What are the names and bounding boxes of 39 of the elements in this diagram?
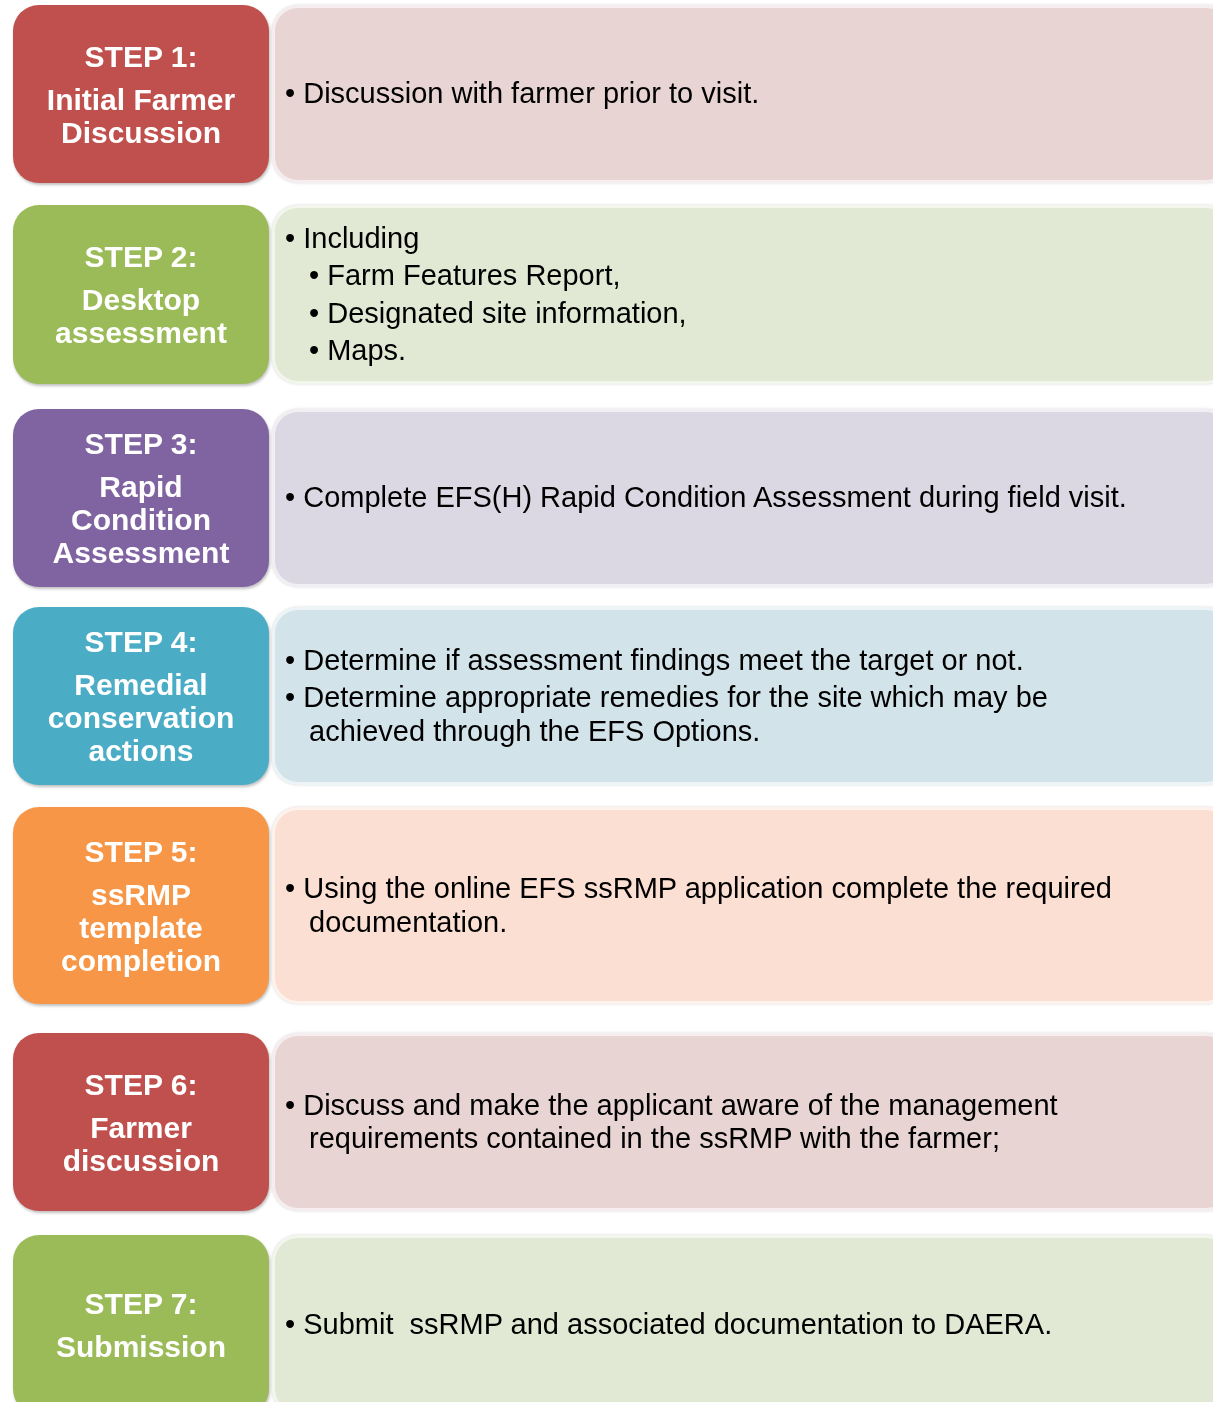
- step-number: STEP 7:: [84, 1287, 198, 1320]
- step-title: Submission: [56, 1330, 226, 1363]
- description-box: [272, 1033, 1213, 1211]
- step-box: [13, 205, 269, 384]
- step-box: [13, 5, 269, 183]
- description-box: [272, 607, 1213, 785]
- description-box: [272, 5, 1213, 183]
- bullet-text: • Including: [285, 221, 421, 256]
- step-number: STEP 4:: [84, 625, 198, 658]
- step-box: [13, 607, 269, 785]
- description-box: [272, 205, 1213, 384]
- step-number: STEP 1:: [84, 39, 198, 73]
- step-number: STEP 5:: [84, 834, 198, 868]
- step-title: Farmer discussion: [61, 1110, 221, 1177]
- description-box: [272, 807, 1213, 1004]
- bullet-text: • Using the online EFS ssRMP application complete the required documentation.: [285, 872, 1113, 939]
- step-title: ssRMP template completion: [60, 877, 222, 977]
- bullet-text: • Designated site information,: [309, 296, 688, 330]
- bullet-text: • Determine if assessment findings meet the target or not.: [285, 644, 1025, 678]
- bullet-text: • Farm Features Report,: [309, 259, 622, 293]
- bullet-text: • Determine appropriate remedies for the site which may be achieved through the EFS Options.: [285, 681, 1049, 748]
- step-title: Remedial conservation actions: [46, 668, 236, 767]
- description-box: [272, 1235, 1213, 1402]
- bullet-text: • Maps.: [309, 333, 408, 368]
- bullet-text: • Discuss and make the applicant aware of the management requirements contained in the ssRMP with the farmer;: [285, 1088, 1059, 1156]
- step-title: Initial Farmer Discussion: [45, 82, 237, 149]
- step-number: STEP 6:: [84, 1067, 198, 1101]
- step-title: Rapid Condition Assessment: [51, 470, 231, 569]
- bullet-text: • Complete EFS(H) Rapid Condition Assessment during field visit.: [285, 481, 1128, 515]
- step-box: [13, 1033, 269, 1211]
- step-number: STEP 3:: [84, 427, 198, 460]
- step-box: [13, 409, 269, 587]
- step-box: [13, 1235, 269, 1402]
- step-title: Desktop assessment: [54, 283, 228, 349]
- step-number: STEP 2:: [84, 240, 198, 273]
- bullet-text: • Discussion with farmer prior to visit.: [285, 77, 761, 111]
- step-box: [13, 807, 269, 1004]
- bullet-text: • Submit ssRMP and associated documentation to DAERA.: [285, 1308, 1054, 1342]
- description-box: [272, 409, 1213, 587]
